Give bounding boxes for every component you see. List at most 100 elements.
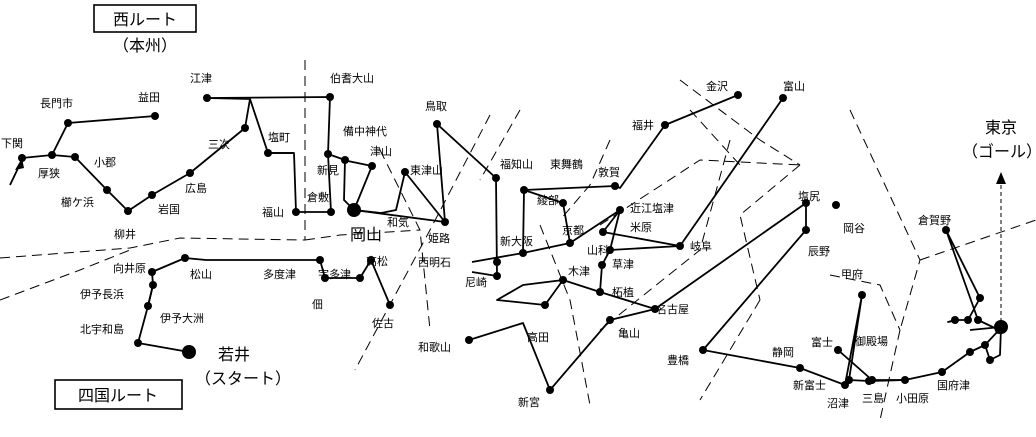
station-dot-shimonoseki xyxy=(18,154,26,162)
station-label: 小田原 xyxy=(896,392,929,405)
station-label: 鳥取 xyxy=(425,99,447,113)
station-dot-gotsu xyxy=(203,94,211,102)
station-dot-shiomachi xyxy=(264,149,272,157)
station-label: 国府津 xyxy=(937,378,970,392)
station-label: 甲府 xyxy=(841,267,863,281)
route-line xyxy=(679,97,784,247)
station-label: 山科 xyxy=(587,243,609,257)
west-route-title: 西ルート （本州） xyxy=(93,4,197,55)
station-label: 西明石 xyxy=(418,256,451,269)
station-dot-kushigahama xyxy=(103,186,111,194)
route-line xyxy=(353,209,446,223)
station-dot-tsuruga xyxy=(611,182,619,190)
station-dot-gifu xyxy=(676,242,684,250)
shikoku-route-title: 四国ルート xyxy=(54,379,183,410)
station-dot-tatsuno xyxy=(802,226,810,234)
start-label: （スタート） xyxy=(195,369,291,388)
station-label: 伯耆大山 xyxy=(330,71,374,85)
station-dot-fukui xyxy=(661,121,669,129)
station-label: 益田 xyxy=(138,90,160,104)
arrows xyxy=(9,158,1006,322)
west-route-subtitle: （本州） xyxy=(113,36,177,55)
station-label: 備中神代 xyxy=(343,124,387,138)
station-label: 伊予大洲 xyxy=(160,311,204,325)
station-label: 宇多津 xyxy=(318,267,351,281)
station-dot-shizuoka xyxy=(796,364,804,372)
station-label: 敦賀 xyxy=(598,165,620,179)
station-label: 名古屋 xyxy=(656,302,689,316)
station-dot-junction-b xyxy=(981,341,989,349)
station-dots xyxy=(18,91,1008,394)
station-dot-fukuyama xyxy=(292,208,300,216)
station-dot-hiroshima xyxy=(186,169,194,177)
station-label: 岡谷 xyxy=(843,222,865,235)
station-dot-kizu xyxy=(559,276,567,284)
station-label: 草津 xyxy=(612,258,634,271)
station-label: 亀山 xyxy=(618,326,640,340)
station-dot-junction-e xyxy=(976,294,984,302)
station-dot-tsuge xyxy=(596,288,604,296)
route-line xyxy=(984,326,1002,361)
station-dot-takada xyxy=(541,301,549,309)
station-dot-kanazawa xyxy=(734,91,742,99)
station-label: 新宮 xyxy=(518,395,540,409)
shikoku-route-title-text: 四国ルート xyxy=(78,386,158,405)
station-dot-kita-uwajima xyxy=(134,339,142,347)
station-dot-bicchu-kojiro xyxy=(324,150,332,158)
station-label: 津山 xyxy=(370,145,392,158)
station-label: 高松 xyxy=(366,254,388,268)
station-dot-okaya xyxy=(832,201,840,209)
start-station-name: 若井 xyxy=(218,345,250,364)
station-dot-maibara xyxy=(606,246,614,254)
station-label: 倉賀野 xyxy=(918,213,951,227)
station-dot-himeji xyxy=(441,218,449,226)
station-dot-wakai xyxy=(182,345,196,359)
station-label: 松山 xyxy=(190,267,212,281)
station-dot-kusatsu xyxy=(598,261,606,269)
station-dot-toyama xyxy=(779,94,787,102)
station-dot-shingu xyxy=(546,386,554,394)
station-dot-wake xyxy=(401,168,409,176)
station-dot-tokyo xyxy=(994,320,1008,334)
station-dot-masuda xyxy=(151,112,159,120)
station-label: 福知山 xyxy=(500,157,533,171)
station-label: 富山 xyxy=(783,79,805,93)
station-dot-amagasaki xyxy=(493,272,501,280)
station-label: 伊予長浜 xyxy=(80,288,124,301)
route-line xyxy=(21,115,156,159)
station-label: 辰野 xyxy=(808,245,830,258)
station-dot-toyohashi xyxy=(699,346,707,354)
station-dot-kurashiki xyxy=(327,208,335,216)
station-label: 江津 xyxy=(190,72,212,85)
station-dot-tadotsu xyxy=(316,256,324,264)
station-label: 倉敷 xyxy=(307,190,329,204)
station-label: 御殿場 xyxy=(855,334,888,348)
station-label: 下関 xyxy=(1,137,23,150)
station-label: 木津 xyxy=(568,265,590,278)
route-line xyxy=(468,202,807,391)
station-label: 柳井 xyxy=(114,227,136,241)
station-label: 綾部 xyxy=(537,193,559,207)
station-dot-ogori xyxy=(71,153,79,161)
region-boundaries xyxy=(0,60,1036,421)
station-dot-shiojiri xyxy=(802,199,810,207)
station-dot-tsuyama xyxy=(368,162,376,170)
station-dot-iyo-nagahama xyxy=(149,281,157,289)
station-dot-junction-a xyxy=(966,348,974,356)
route-line xyxy=(562,249,611,293)
station-label: 塩尻 xyxy=(798,189,820,203)
station-label: 姫路 xyxy=(428,231,450,245)
station-dot-sako xyxy=(386,301,394,309)
station-label: 東津山 xyxy=(410,164,443,177)
station-dot-okayama xyxy=(347,203,361,217)
station-label: 佐古 xyxy=(372,316,394,330)
station-dot-koshi xyxy=(48,151,56,159)
station-dot-nagato xyxy=(64,119,72,127)
station-dot-takamatsu xyxy=(367,256,375,264)
route-line xyxy=(51,96,373,212)
station-dot-tsukuda xyxy=(321,274,329,282)
goal-label: （ゴール） xyxy=(962,142,1036,161)
okayama-label: 岡山 xyxy=(350,225,382,244)
